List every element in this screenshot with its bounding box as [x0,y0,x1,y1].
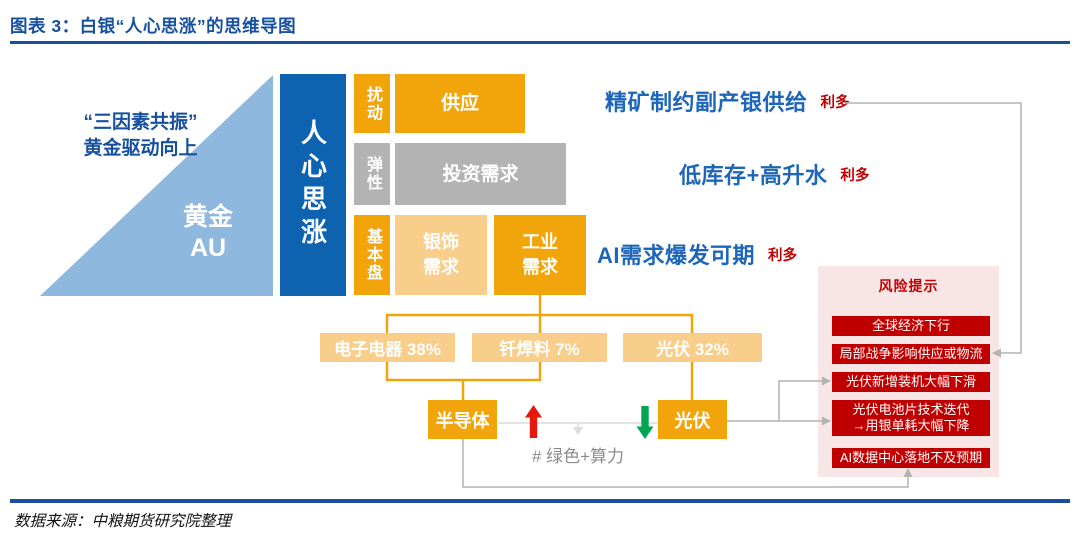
annotation-mine-supply: 精矿制约副产银供给 利多 [605,87,850,115]
box-investment-demand: 投资需求 [395,143,566,205]
risk-panel: 风险提示 全球经济下行 局部战争影响供应或物流 光伏新增装机大幅下滑 光伏电池片… [818,266,999,477]
title-divider [10,41,1070,44]
segment-electronics: 电子电器 38% [320,333,455,362]
green-computing-note: # 绿色+算力 [531,447,625,466]
node-semiconductor: 半导体 [428,400,497,439]
risk-item: 局部战争影响供应或物流 [832,344,990,364]
sentiment-pillar: 人心思涨 [280,74,346,296]
box-jewelry-demand: 银饰 需求 [395,215,487,295]
risk-item: AI数据中心落地不及预期 [832,448,990,468]
data-source: 数据来源：中粮期货研究院整理 [14,512,232,530]
light-link [498,422,658,428]
risk-item: 光伏新增装机大幅下滑 [832,372,990,392]
annotation-text: AI需求爆发可期 [597,243,756,268]
node-photovoltaic: 光伏 [658,400,727,439]
annotation-text: 低库存+高升水 [679,163,828,188]
risk-item: 全球经济下行 [832,316,990,336]
figure-title: 图表 3：白银“人心思涨”的思维导图 [10,16,297,36]
caption-line-1: “三因素共振” [83,112,198,133]
triangle-caption: “三因素共振” 黄金驱动向上 [38,110,243,162]
segment-photovoltaic: 光伏 32% [623,333,762,362]
tag-disturbance: 扰动 [354,74,390,133]
annotation-text: 精矿制约副产银供给 [605,90,808,115]
gold-au-label: 黄金 AU [182,203,233,262]
photovoltaic-down-arrow-icon [636,406,654,439]
annotation-low-inventory: 低库存+高升水 利多 [679,160,869,188]
bullish-badge: 利多 [840,167,870,184]
box-industrial-demand: 工业 需求 [494,215,586,295]
footer-divider [10,499,1070,503]
box-supply: 供应 [395,74,525,133]
caption-line-2: 黄金驱动向上 [83,138,198,159]
note-pointer-icon [573,427,583,435]
tag-fundamentals: 基本盘 [354,215,390,295]
bullish-badge: 利多 [768,247,798,264]
annotation-ai-demand: AI需求爆发可期 利多 [597,240,797,268]
semiconductor-up-arrow-icon [525,405,542,438]
risk-panel-title: 风险提示 [878,278,939,294]
tag-elasticity: 弹性 [354,143,390,205]
segment-solder: 钎焊料 7% [472,333,607,362]
risk-item: 光伏电池片技术迭代 →用银单耗大幅下降 [832,400,990,436]
bullish-badge: 利多 [820,94,850,111]
